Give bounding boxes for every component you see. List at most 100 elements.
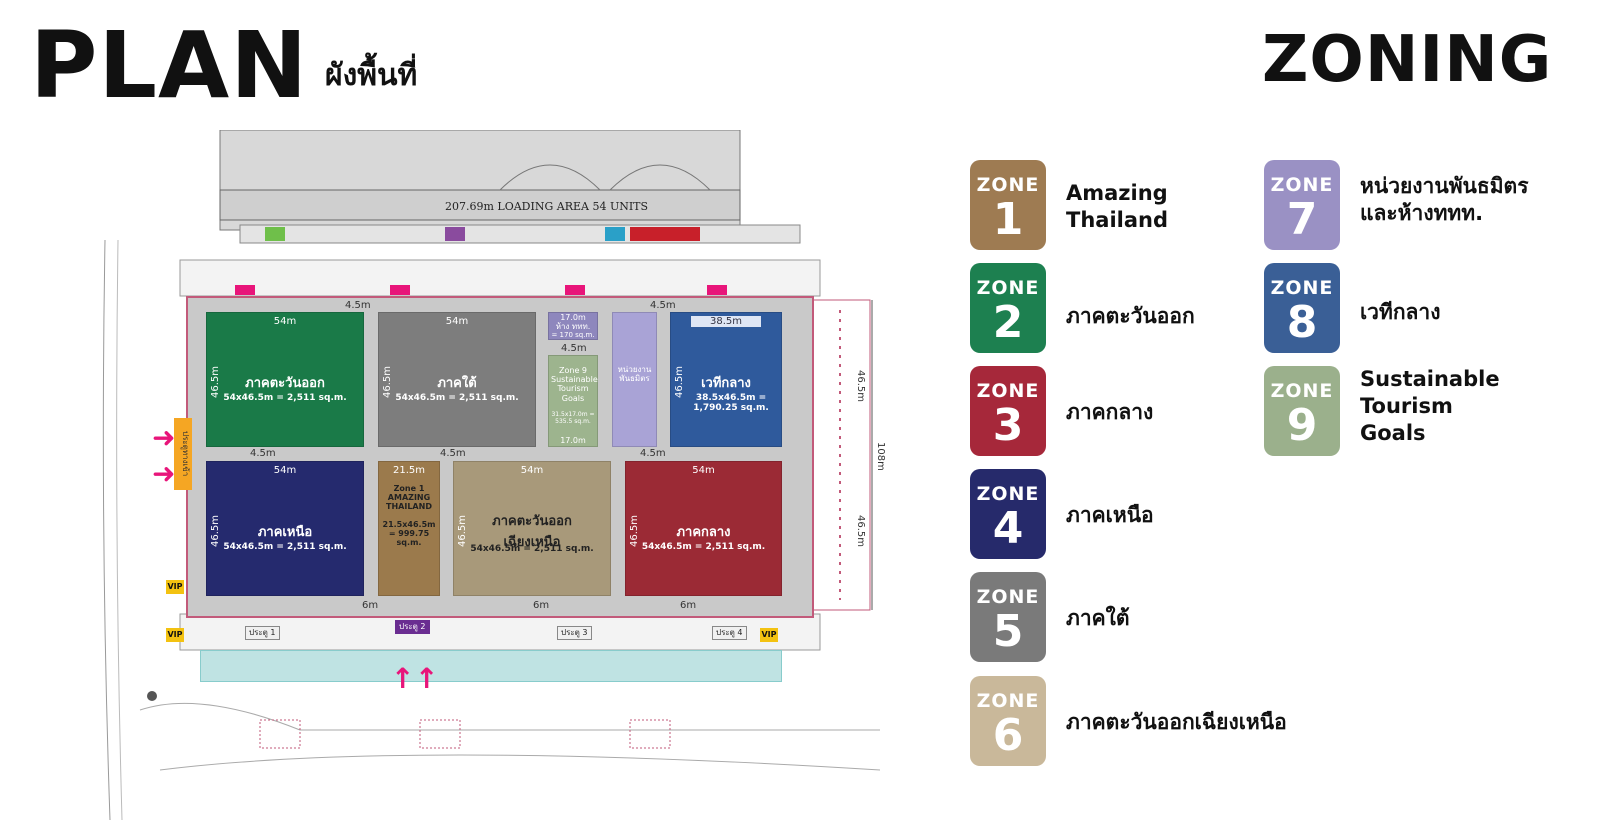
block-sdg[interactable]: Zone 9 Sustainable Tourism Goals 31.5x17… bbox=[548, 355, 598, 447]
vip-badge-left-lower: VIP bbox=[166, 628, 184, 642]
partner-store-label: ห้าง ททท. bbox=[555, 322, 591, 331]
gap-label-bottom-center: 6m bbox=[533, 600, 550, 611]
sdg-label: Zone 9 Sustainable Tourism Goals bbox=[551, 366, 598, 403]
block-central-area: 54x46.5m = 2,511 sq.m. bbox=[641, 541, 766, 552]
arrow-up-icon: ↑ bbox=[415, 662, 439, 695]
zone-badge-number: 5 bbox=[992, 606, 1024, 657]
plan-title: PLAN bbox=[30, 12, 309, 119]
floor-plan-outline bbox=[102, 130, 881, 821]
block-northeast[interactable]: 54m 46.5m ภาคตะวันออก เฉียงเหนือ 54x46.5… bbox=[453, 461, 611, 596]
block-stage-width: 38.5m bbox=[691, 316, 761, 327]
gate-2[interactable]: ประตู 2 bbox=[395, 620, 430, 634]
sdg-area: 31.5x17.0m = 535.5 sq.m. bbox=[551, 411, 595, 425]
partner-store-area: = 170 sq.m. bbox=[551, 331, 595, 339]
block-stage-label: เวทีกลาง bbox=[701, 375, 751, 391]
sdg-width: 17.0m bbox=[560, 436, 586, 445]
vip-badge-left: VIP bbox=[166, 580, 184, 594]
zone-badge-number: 7 bbox=[1286, 194, 1318, 245]
side-dim-top: 46.5m bbox=[855, 370, 866, 403]
zone-label: ภาคกลาง bbox=[1066, 400, 1154, 424]
block-south[interactable]: 54m 46.5m ภาคใต้ 54x46.5m = 2,511 sq.m. bbox=[378, 312, 536, 447]
zone-label: Amazing Thailand bbox=[1066, 181, 1168, 232]
gap-label-bottom-right: 6m bbox=[680, 600, 697, 611]
entrance-plaza bbox=[200, 650, 782, 682]
block-stage[interactable]: 38.5m 46.5m เวทีกลาง 38.5x46.5m = 1,790.… bbox=[670, 312, 782, 447]
partner-label: หน่วยงาน พันธมิตร bbox=[617, 365, 652, 384]
zone-badge-word: ZONE bbox=[976, 483, 1040, 505]
block-central-width: 54m bbox=[692, 465, 715, 476]
gap-label-mid-stage: 4.5m bbox=[640, 448, 666, 459]
zone-badge-word: ZONE bbox=[976, 277, 1040, 299]
zoning-title: ZONING bbox=[1262, 23, 1553, 97]
zone-label: ภาคตะวันออก bbox=[1066, 304, 1195, 328]
zone-badge-word: ZONE bbox=[1270, 277, 1334, 299]
block-partner[interactable]: หน่วยงาน พันธมิตร bbox=[612, 312, 657, 447]
arrow-right-icon: ➜ bbox=[152, 457, 176, 490]
block-south-label: ภาคใต้ bbox=[437, 375, 477, 391]
zone-badge-word: ZONE bbox=[976, 586, 1040, 608]
zone-badge-word: ZONE bbox=[976, 690, 1040, 712]
block-north[interactable]: 54m 46.5m ภาคเหนือ 54x46.5m = 2,511 sq.m… bbox=[206, 461, 364, 596]
arrow-up-icon: ↑ bbox=[391, 662, 415, 695]
block-east-area: 54x46.5m = 2,511 sq.m. bbox=[223, 392, 347, 403]
block-northeast-width: 54m bbox=[520, 465, 544, 476]
block-south-area: 54x46.5m = 2,511 sq.m. bbox=[395, 392, 519, 403]
gap-label-mid-left: 4.5m bbox=[250, 448, 276, 459]
zone-badge-number: 6 bbox=[992, 710, 1024, 761]
side-entrance: ประตูทางเข้า bbox=[174, 418, 192, 490]
block-east-width: 54m bbox=[273, 316, 297, 327]
block-east[interactable]: 54m 46.5m ภาคตะวันออก 54x46.5m = 2,511 s… bbox=[206, 312, 364, 447]
partner-store-width: 17.0m bbox=[560, 313, 586, 322]
gap-label-sdg-top: 4.5m bbox=[561, 343, 587, 354]
zone-label: ภาคใต้ bbox=[1066, 606, 1130, 630]
zone-badge-number: 8 bbox=[1286, 297, 1318, 348]
block-south-width: 54m bbox=[445, 316, 469, 327]
block-partner-store[interactable]: 17.0m ห้าง ททท. = 170 sq.m. bbox=[548, 312, 598, 340]
zone-badge-number: 9 bbox=[1286, 400, 1318, 451]
zone-badge-word: ZONE bbox=[1270, 174, 1334, 196]
block-amazing-thailand[interactable]: 21.5m Zone 1 AMAZING THAILAND 21.5x46.5m… bbox=[378, 461, 440, 596]
block-stage-area: 38.5x46.5m = 1,790.25 sq.m. bbox=[693, 392, 769, 413]
zone-label: ภาคตะวันออกเฉียงเหนือ bbox=[1066, 710, 1287, 734]
plan-subtitle: ผังพื้นที่ bbox=[325, 58, 418, 93]
total-height-dim: 108m bbox=[875, 442, 886, 471]
side-dim-bottom: 46.5m bbox=[855, 515, 866, 548]
zone-badge-number: 2 bbox=[992, 297, 1024, 348]
block-north-area: 54x46.5m = 2,511 sq.m. bbox=[223, 541, 347, 552]
gate-4[interactable]: ประตู 4 bbox=[712, 626, 747, 640]
gate-1[interactable]: ประตู 1 bbox=[245, 626, 280, 640]
zone-label: เวทีกลาง bbox=[1360, 300, 1441, 324]
gate-3[interactable]: ประตู 3 bbox=[557, 626, 592, 640]
gap-label-top-right: 4.5m bbox=[650, 300, 676, 311]
block-amazing-area: 21.5x46.5m = 999.75 sq.m. bbox=[382, 520, 436, 548]
block-northeast-label: ภาคตะวันออก เฉียงเหนือ bbox=[492, 513, 572, 550]
block-amazing-width: 21.5m bbox=[392, 465, 425, 476]
zone-badge-word: ZONE bbox=[1270, 380, 1334, 402]
block-northeast-height: 46.5m bbox=[457, 515, 468, 548]
block-northeast-area: 54x46.5m = 2,511 sq.m. bbox=[470, 544, 594, 555]
block-central[interactable]: 54m 46.5m ภาคกลาง 54x46.5m = 2,511 sq.m. bbox=[625, 461, 782, 596]
zone-badge-word: ZONE bbox=[976, 380, 1040, 402]
zone-badge-number: 3 bbox=[992, 400, 1024, 451]
gap-label-bottom-left: 6m bbox=[362, 600, 379, 611]
arrow-right-icon: ➜ bbox=[152, 421, 176, 454]
zone-label: Sustainable Tourism Goals bbox=[1360, 367, 1500, 445]
zone-badge-word: ZONE bbox=[976, 174, 1040, 196]
zone-badge-number: 1 bbox=[992, 194, 1024, 245]
vip-badge-right: VIP bbox=[760, 628, 778, 642]
block-east-label: ภาคตะวันออก bbox=[245, 375, 325, 391]
gap-label-top-left: 4.5m bbox=[345, 300, 371, 311]
zone-label: หน่วยงานพันธมิตร และห้างททท. bbox=[1360, 174, 1529, 225]
zone-label: ภาคเหนือ bbox=[1066, 503, 1154, 527]
block-north-label: ภาคเหนือ bbox=[257, 524, 313, 540]
block-amazing-label: Zone 1 AMAZING THAILAND bbox=[386, 484, 432, 512]
